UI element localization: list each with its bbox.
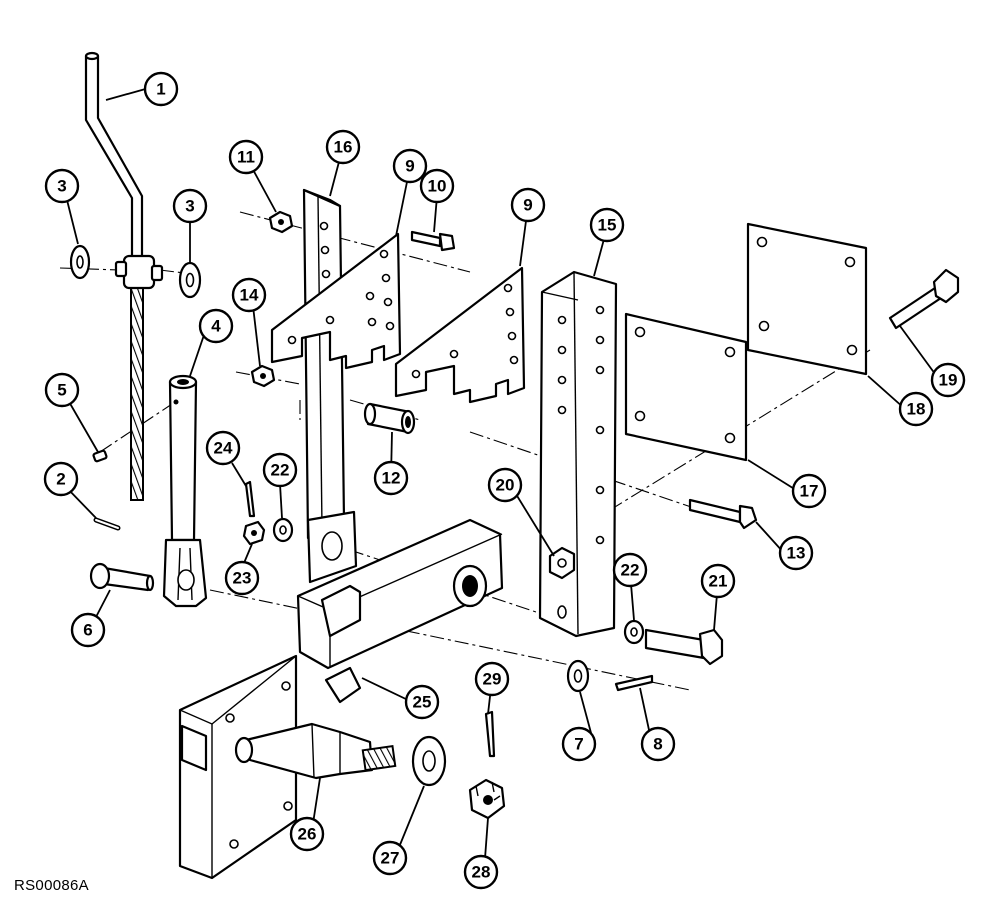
- svg-text:3: 3: [57, 177, 66, 196]
- callout-17: 17: [791, 473, 827, 509]
- svg-text:9: 9: [405, 157, 414, 176]
- part-7-washer: [566, 659, 590, 693]
- svg-text:8: 8: [653, 735, 662, 754]
- svg-text:26: 26: [298, 825, 317, 844]
- svg-text:21: 21: [709, 572, 728, 591]
- callout-13: 13: [778, 535, 814, 571]
- svg-text:14: 14: [240, 286, 259, 305]
- part-16-left-channel-bracket: [302, 188, 358, 584]
- part-11-nut: [268, 210, 294, 234]
- part-23-nut: [242, 520, 266, 546]
- svg-text:5: 5: [57, 381, 66, 400]
- callout-8: 8: [640, 726, 676, 762]
- callout-2: 2: [43, 461, 79, 497]
- callout-14: 14: [231, 277, 267, 313]
- part-26-spindle: [234, 722, 397, 780]
- part-2-roll-pin: [93, 517, 121, 531]
- svg-text:7: 7: [574, 735, 583, 754]
- part-12-spacer-tube: [363, 402, 416, 435]
- svg-text:25: 25: [413, 693, 432, 712]
- part-26-spindle-plate: [178, 654, 298, 880]
- svg-text:29: 29: [483, 670, 502, 689]
- callout-12: 12: [373, 460, 409, 496]
- callout-28: 28: [463, 854, 499, 890]
- svg-text:4: 4: [211, 317, 221, 336]
- callout-9b: 9: [510, 187, 546, 223]
- part-22-washer-left: [272, 517, 294, 543]
- part-25-main-arm-tube: [296, 518, 504, 704]
- svg-text:24: 24: [214, 439, 233, 458]
- part-10-bolt: [410, 230, 456, 252]
- part-19-bolt: [888, 268, 960, 330]
- part-13-bolt: [688, 498, 758, 530]
- svg-text:15: 15: [598, 216, 617, 235]
- part-29-cotter-pin: [484, 710, 496, 758]
- svg-text:17: 17: [800, 482, 819, 501]
- svg-text:22: 22: [621, 561, 640, 580]
- callout-3a: 3: [44, 168, 80, 204]
- part-9-gusset-plate-left: [270, 232, 402, 370]
- callout-18: 18: [898, 391, 934, 427]
- part-18-plate: [746, 222, 868, 376]
- svg-text:11: 11: [237, 148, 255, 167]
- part-17-plate: [624, 312, 748, 462]
- svg-text:20: 20: [496, 476, 515, 495]
- callout-22a: 22: [262, 452, 298, 488]
- callout-20: 20: [487, 467, 523, 503]
- svg-text:23: 23: [233, 569, 252, 588]
- callout-27: 27: [372, 840, 408, 876]
- part-3-washers: [69, 244, 202, 299]
- svg-text:28: 28: [472, 863, 491, 882]
- callout-6: 6: [70, 612, 106, 648]
- callout-19: 19: [930, 362, 966, 398]
- svg-text:22: 22: [271, 461, 290, 480]
- callout-5: 5: [44, 372, 80, 408]
- svg-text:16: 16: [334, 138, 353, 157]
- callout-22b: 22: [612, 552, 648, 588]
- part-5-set-screw: [92, 449, 108, 463]
- callout-10: 10: [419, 168, 455, 204]
- figure-code-label: RS00086A: [14, 877, 89, 894]
- callout-11: 11: [228, 139, 264, 175]
- callout-23: 23: [224, 560, 260, 596]
- callout-15: 15: [589, 207, 625, 243]
- callout-1: 1: [143, 71, 179, 107]
- callout-9a: 9: [392, 148, 428, 184]
- callout-16: 16: [325, 129, 361, 165]
- svg-text:1: 1: [156, 80, 165, 99]
- callout-4: 4: [198, 308, 234, 344]
- part-6-clevis-pin: [89, 562, 155, 592]
- svg-text:2: 2: [56, 470, 65, 489]
- part-14-nut: [250, 364, 276, 388]
- svg-text:6: 6: [83, 621, 92, 640]
- svg-text:10: 10: [428, 177, 447, 196]
- callout-24: 24: [205, 430, 241, 466]
- svg-text:12: 12: [382, 469, 401, 488]
- callout-21: 21: [700, 563, 736, 599]
- callout-25: 25: [404, 684, 440, 720]
- part-28-castle-nut: [468, 778, 506, 820]
- part-1-threaded-lever-rod: [84, 51, 164, 501]
- part-27-washer: [411, 735, 447, 787]
- svg-text:27: 27: [381, 849, 400, 868]
- svg-text:18: 18: [907, 400, 926, 419]
- part-4-clevis-tube: [162, 374, 208, 608]
- svg-text:19: 19: [939, 371, 958, 390]
- callout-3b: 3: [172, 188, 208, 224]
- part-8-cotter-pin: [614, 674, 654, 692]
- part-15-right-channel-bracket: [538, 270, 618, 638]
- callout-7: 7: [561, 726, 597, 762]
- part-9-gusset-plate-right: [394, 266, 526, 404]
- part-24-cotter-pin: [244, 480, 256, 518]
- svg-text:9: 9: [523, 196, 532, 215]
- part-21-bolt: [644, 628, 724, 666]
- callout-26: 26: [289, 816, 325, 852]
- part-22-washer-right: [623, 619, 645, 645]
- svg-text:3: 3: [185, 197, 194, 216]
- callout-29: 29: [474, 661, 510, 697]
- svg-text:13: 13: [787, 544, 806, 563]
- part-20-nut: [548, 546, 576, 580]
